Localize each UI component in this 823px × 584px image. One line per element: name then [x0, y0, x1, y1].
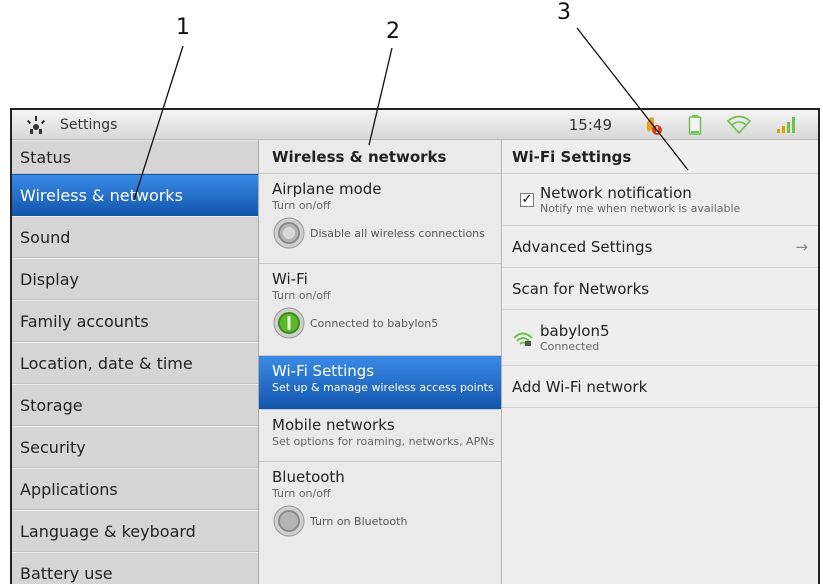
settings-app-icon	[26, 115, 46, 134]
status-bar: Settings 15:49	[12, 110, 818, 140]
category-language-keyboard[interactable]: Language & keyboard	[12, 510, 258, 552]
mobile-networks-title: Mobile networks	[272, 416, 395, 434]
category-applications[interactable]: Applications	[12, 468, 258, 510]
wifi-icon	[726, 115, 752, 134]
callout-label-2: 2	[386, 19, 400, 44]
wifi-toggle-label: Connected to babylon5	[310, 316, 439, 330]
category-battery-use[interactable]: Battery use	[12, 552, 258, 584]
network-babylon5-row[interactable]: babylon5 Connected	[502, 310, 818, 366]
category-display[interactable]: Display	[12, 258, 258, 300]
bluetooth-toggle-icon[interactable]	[272, 504, 306, 538]
callout-label-1: 1	[176, 15, 190, 40]
wifi-settings-panel: Wi-Fi Settings ✓ Network notification No…	[502, 140, 818, 584]
category-wireless-networks[interactable]: Wireless & networks	[12, 174, 258, 216]
wireless-networks-panel: Wireless & networks Airplane mode Turn o…	[259, 140, 502, 584]
airplane-mode-title: Airplane mode	[272, 180, 382, 198]
airplane-toggle-label: Disable all wireless connections	[310, 226, 485, 240]
scan-networks-label: Scan for Networks	[512, 280, 650, 298]
airplane-toggle-icon[interactable]	[272, 216, 306, 250]
mobile-networks-item[interactable]: Mobile networks Set options for roaming,…	[259, 410, 501, 462]
category-family-accounts[interactable]: Family accounts	[12, 300, 258, 342]
bluetooth-toggle-label: Turn on Bluetooth	[310, 514, 408, 528]
wifi-sub: Turn on/off	[272, 289, 331, 302]
network-status: Connected	[540, 340, 600, 353]
wifi-toggle-icon[interactable]	[272, 306, 306, 340]
category-location-date-time[interactable]: Location, date & time	[12, 342, 258, 384]
add-wifi-network-label: Add Wi-Fi network	[512, 378, 648, 396]
mobile-networks-sub: Set options for roaming, networks, APNs	[272, 435, 495, 448]
statusbar-title: Settings	[60, 116, 118, 133]
arrow-right-icon: →	[795, 238, 808, 256]
clock: 15:49	[568, 115, 612, 134]
wifi-item[interactable]: Wi-Fi Turn on/off Connected to babylon5	[259, 264, 501, 356]
tablet-screen: Settings 15:49	[10, 108, 820, 584]
airplane-mode-sub: Turn on/off	[272, 199, 331, 212]
battery-icon	[688, 114, 702, 135]
wifi-secured-icon	[513, 332, 533, 346]
panel-header-wireless: Wireless & networks	[259, 140, 501, 174]
network-notification-row[interactable]: ✓ Network notification Notify me when ne…	[502, 174, 818, 226]
scan-networks-row[interactable]: Scan for Networks	[502, 268, 818, 310]
category-security[interactable]: Security	[12, 426, 258, 468]
wifi-settings-sub: Set up & manage wireless access points	[272, 381, 494, 394]
wifi-settings-item[interactable]: Wi-Fi Settings Set up & manage wireless …	[259, 356, 501, 410]
network-notification-checkbox[interactable]: ✓	[520, 191, 534, 207]
callout-label-3: 3	[557, 0, 571, 25]
advanced-settings-row[interactable]: Advanced Settings →	[502, 226, 818, 268]
add-wifi-network-row[interactable]: Add Wi-Fi network	[502, 366, 818, 408]
advanced-settings-label: Advanced Settings	[512, 238, 653, 256]
settings-category-list: Status Wireless & networks Sound Display…	[12, 140, 259, 584]
category-sound[interactable]: Sound	[12, 216, 258, 258]
wifi-settings-title: Wi-Fi Settings	[272, 362, 375, 380]
signal-icon	[777, 116, 795, 133]
bluetooth-item[interactable]: Bluetooth Turn on/off Turn on Bluetooth	[259, 462, 501, 552]
airplane-mode-item[interactable]: Airplane mode Turn on/off Disable all wi…	[259, 174, 501, 264]
bluetooth-sub: Turn on/off	[272, 487, 331, 500]
network-name: babylon5	[540, 322, 610, 340]
wifi-title: Wi-Fi	[272, 270, 308, 288]
settings-columns: Status Wireless & networks Sound Display…	[12, 140, 818, 584]
network-notification-title: Network notification	[540, 184, 692, 202]
usb-debug-warning-icon	[646, 116, 662, 135]
category-storage[interactable]: Storage	[12, 384, 258, 426]
bluetooth-title: Bluetooth	[272, 468, 345, 486]
panel-header-wifi-settings: Wi-Fi Settings	[502, 140, 818, 174]
category-status[interactable]: Status	[12, 140, 258, 174]
network-notification-sub: Notify me when network is available	[540, 202, 741, 215]
